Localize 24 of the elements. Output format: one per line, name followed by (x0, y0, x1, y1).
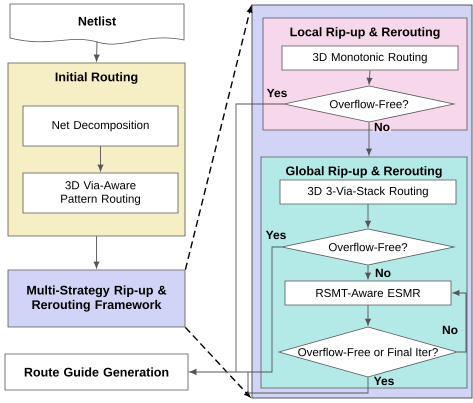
process-box: Multi-Strategy Rip-up & Rerouting Framework (8, 270, 186, 328)
arrow (365, 264, 371, 280)
process-box: 3D 3-Via-Stack Routing (280, 180, 456, 204)
edge-label: No (441, 324, 459, 336)
arrow (365, 204, 371, 228)
process-box: Net Decomposition (22, 106, 178, 146)
edge-label: No (373, 122, 391, 132)
process-box: 3D Monotonic Routing (282, 46, 458, 70)
process-box: Route Guide Generation (4, 354, 188, 390)
arrow (184, 6, 252, 270)
arrow (184, 326, 250, 398)
arrow (366, 122, 372, 156)
arrow (365, 304, 371, 326)
process-box: RSMT-Aware ESMR (284, 280, 452, 306)
arrow (98, 146, 104, 172)
document-box: Netlist (10, 4, 184, 44)
arrow (94, 236, 100, 268)
process-box: 3D Via-Aware Pattern Routing (22, 172, 178, 214)
edge-label: No (374, 268, 392, 278)
arrow (452, 290, 466, 352)
arrow (366, 70, 372, 85)
arrow (190, 369, 368, 394)
edge-label: Yes (372, 376, 396, 386)
arrow (94, 40, 100, 62)
